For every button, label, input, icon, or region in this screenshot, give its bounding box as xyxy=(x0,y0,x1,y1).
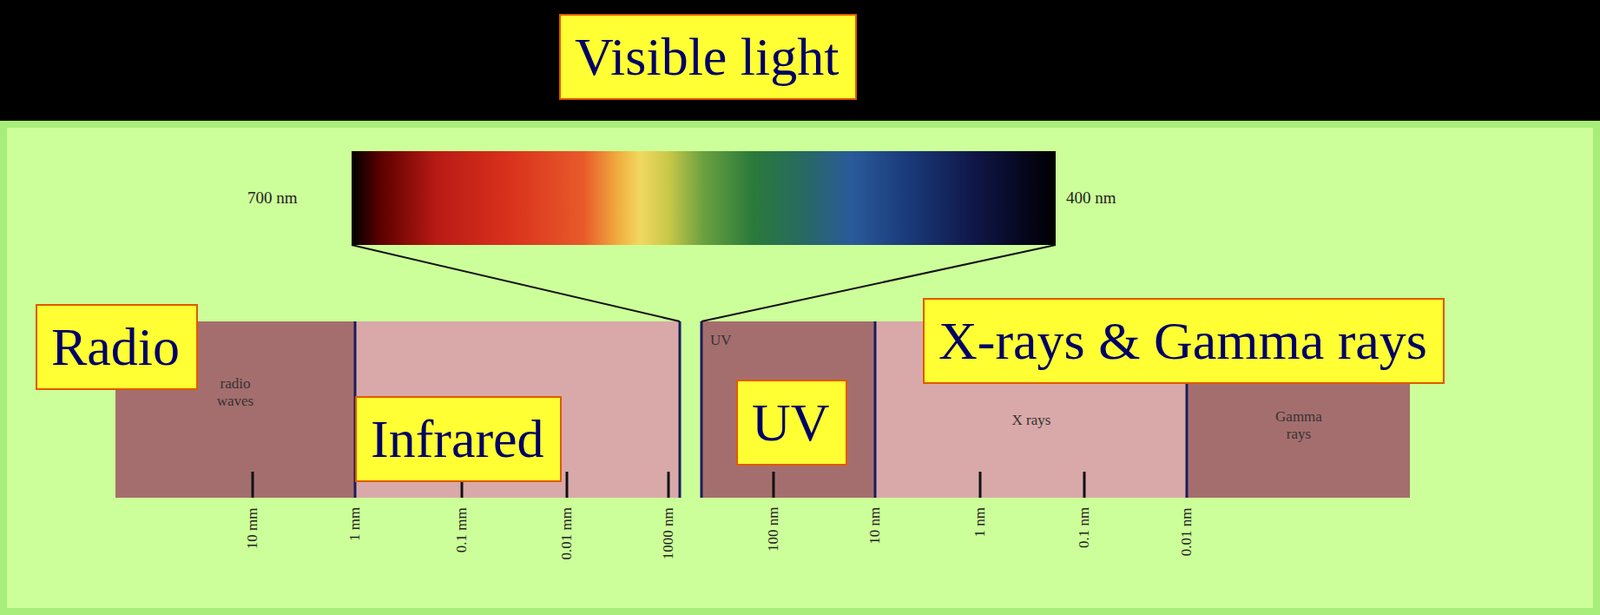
callout-text: UV xyxy=(751,391,832,454)
region-callout: Radio xyxy=(35,303,198,390)
region-callout: Infrared xyxy=(355,395,562,482)
callout-text: Visible light xyxy=(574,26,842,88)
callout-text: Radio xyxy=(51,316,183,378)
wavelength-label: 400 nm xyxy=(1066,189,1117,208)
visible-spectrum xyxy=(351,151,1056,245)
region-name: Gamma rays xyxy=(1264,408,1334,442)
wavelength-label: 700 nm xyxy=(247,189,298,208)
region-name: X rays xyxy=(970,411,1093,429)
callout-text: Infrared xyxy=(370,408,547,470)
scale-label: 10 mm xyxy=(244,506,262,549)
region-callout: X-rays & Gamma rays xyxy=(922,297,1445,384)
region-name: UV xyxy=(710,331,745,349)
scale-label: 10 nm xyxy=(867,506,884,545)
title-callout: Visible light xyxy=(559,13,857,100)
callout-text: X-rays & Gamma rays xyxy=(938,309,1429,372)
scale-label: 1000 nm xyxy=(660,506,678,560)
scale-label: 0.01 mm xyxy=(559,506,576,560)
region-callout: UV xyxy=(736,379,848,466)
scale-label: 1 mm xyxy=(347,506,364,541)
scale-label: 1 nm xyxy=(972,506,989,537)
scale-label: 0.1 nm xyxy=(1076,506,1094,548)
scale-label: 100 nm xyxy=(765,506,783,552)
scale-label: 0.01 nm xyxy=(1178,506,1196,556)
region-name: radio waves xyxy=(200,375,270,409)
scale-label: 0.1 mm xyxy=(454,506,471,553)
